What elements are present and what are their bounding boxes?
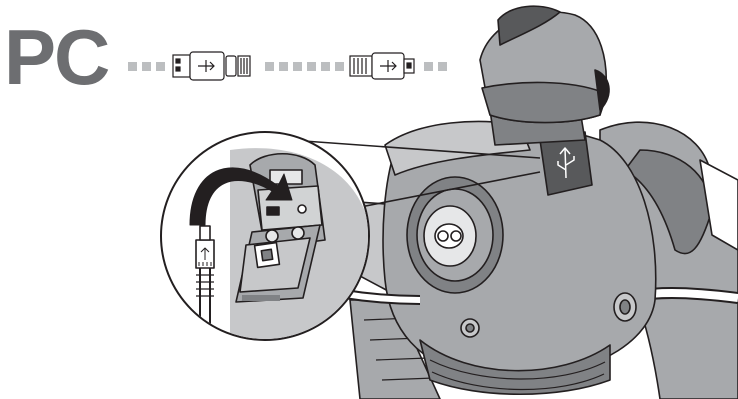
usb-a-plug-icon [173, 52, 250, 80]
usb-mini-plug-icon [350, 53, 414, 79]
magnified-detail [161, 132, 370, 340]
